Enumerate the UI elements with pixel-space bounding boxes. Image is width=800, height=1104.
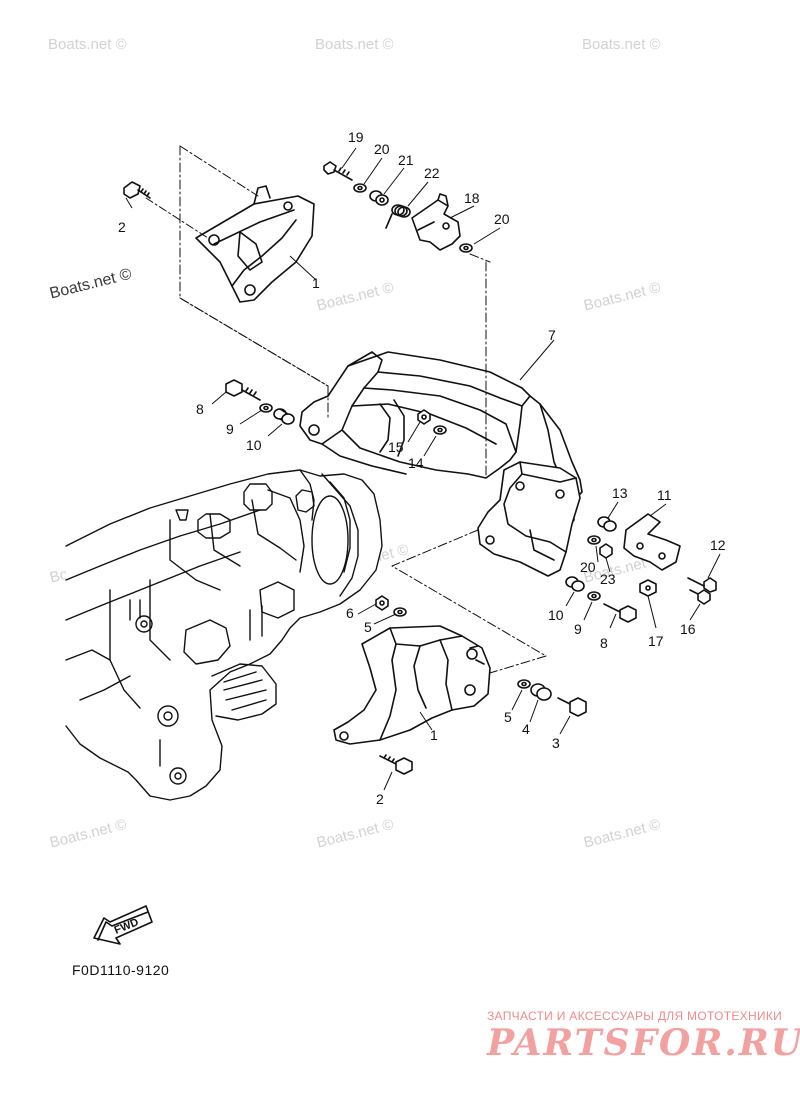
lower-bracket xyxy=(333,625,491,745)
callout-19: 19 xyxy=(348,129,364,145)
bolt xyxy=(689,589,711,605)
nut xyxy=(639,579,657,597)
assembly-guide-line xyxy=(179,145,259,197)
bolt xyxy=(687,577,717,593)
callout-20: 20 xyxy=(494,211,510,227)
washer xyxy=(591,593,597,599)
callout-13: 13 xyxy=(612,485,628,501)
callout-20: 20 xyxy=(374,141,390,157)
washer xyxy=(393,607,407,617)
callout-9: 9 xyxy=(574,621,582,637)
assembly-guide-line xyxy=(479,655,547,677)
callout-3: 3 xyxy=(552,735,560,751)
upper-bracket xyxy=(195,185,315,303)
callout-23: 23 xyxy=(600,571,616,587)
callout-15: 15 xyxy=(388,439,404,455)
washer xyxy=(517,679,531,689)
callout-8: 8 xyxy=(196,401,204,417)
callout-5: 5 xyxy=(504,709,512,725)
fwd-arrow-icon xyxy=(93,905,153,945)
brand-logo: PARTSFOR.RU xyxy=(487,1022,800,1064)
brand-tagline: ЗАПЧАСТИ И АКСЕССУАРЫ ДЛЯ МОТОТЕХНИКИ xyxy=(487,1009,783,1023)
washer xyxy=(587,535,601,545)
callout-8: 8 xyxy=(600,635,608,651)
bolt xyxy=(225,379,261,401)
callout-22: 22 xyxy=(424,165,440,181)
jet-pump-housing xyxy=(65,469,383,801)
bolt xyxy=(123,181,151,199)
nut xyxy=(379,600,385,606)
callout-1: 1 xyxy=(430,727,438,743)
callout-10: 10 xyxy=(548,607,564,623)
leader-line xyxy=(145,197,209,239)
callout-2: 2 xyxy=(376,791,384,807)
washer xyxy=(357,185,363,191)
callout-6: 6 xyxy=(346,605,354,621)
callout-10: 10 xyxy=(246,437,262,453)
watermark: Boats.net © xyxy=(315,36,394,53)
washer xyxy=(459,243,473,253)
lever-plate xyxy=(411,193,461,251)
washer xyxy=(353,183,367,193)
callout-9: 9 xyxy=(226,421,234,437)
callout-21: 21 xyxy=(398,152,414,168)
callout-17: 17 xyxy=(648,633,664,649)
callout-14: 14 xyxy=(408,455,424,471)
spring xyxy=(385,204,411,229)
collar xyxy=(273,408,295,425)
collar xyxy=(369,190,389,206)
nut xyxy=(421,414,427,420)
assembly-guide-line xyxy=(391,529,547,657)
washer xyxy=(437,427,443,433)
callout-2: 2 xyxy=(118,219,126,235)
washer xyxy=(587,591,601,601)
callout-7: 7 xyxy=(548,327,556,343)
collar xyxy=(565,576,585,592)
washer xyxy=(433,425,447,435)
callout-12: 12 xyxy=(710,537,726,553)
washer xyxy=(263,405,269,411)
nut xyxy=(599,543,613,559)
bolt xyxy=(557,697,587,717)
callout-5: 5 xyxy=(364,619,372,635)
bolt xyxy=(379,754,413,775)
cable-bracket xyxy=(623,513,681,571)
collar xyxy=(530,683,552,701)
callout-leaders xyxy=(125,147,721,791)
collar xyxy=(597,516,617,532)
washer xyxy=(463,245,469,251)
callout-18: 18 xyxy=(464,190,480,206)
callout-4: 4 xyxy=(522,721,530,737)
callout-labels: 19 20 21 22 18 20 2 1 7 8 9 10 15 14 13 … xyxy=(118,129,726,807)
nut xyxy=(417,409,431,425)
callout-1: 1 xyxy=(312,275,320,291)
diagram-code: F0D1110-9120 xyxy=(72,962,170,978)
callout-20: 20 xyxy=(580,559,596,575)
assembly-guide-line xyxy=(469,253,491,263)
arm-lower-bracket xyxy=(477,461,581,577)
washer xyxy=(521,681,527,687)
assembly-guide-line xyxy=(179,297,329,387)
watermark: Boats.net © xyxy=(48,36,127,53)
washer xyxy=(591,537,597,543)
bolt xyxy=(603,603,637,623)
watermark: Boats.net © xyxy=(582,36,661,53)
callout-11: 11 xyxy=(657,487,672,503)
callout-16: 16 xyxy=(680,621,696,637)
washer xyxy=(397,609,403,615)
bolt xyxy=(323,161,353,181)
nut xyxy=(375,595,389,611)
washer xyxy=(259,403,273,413)
